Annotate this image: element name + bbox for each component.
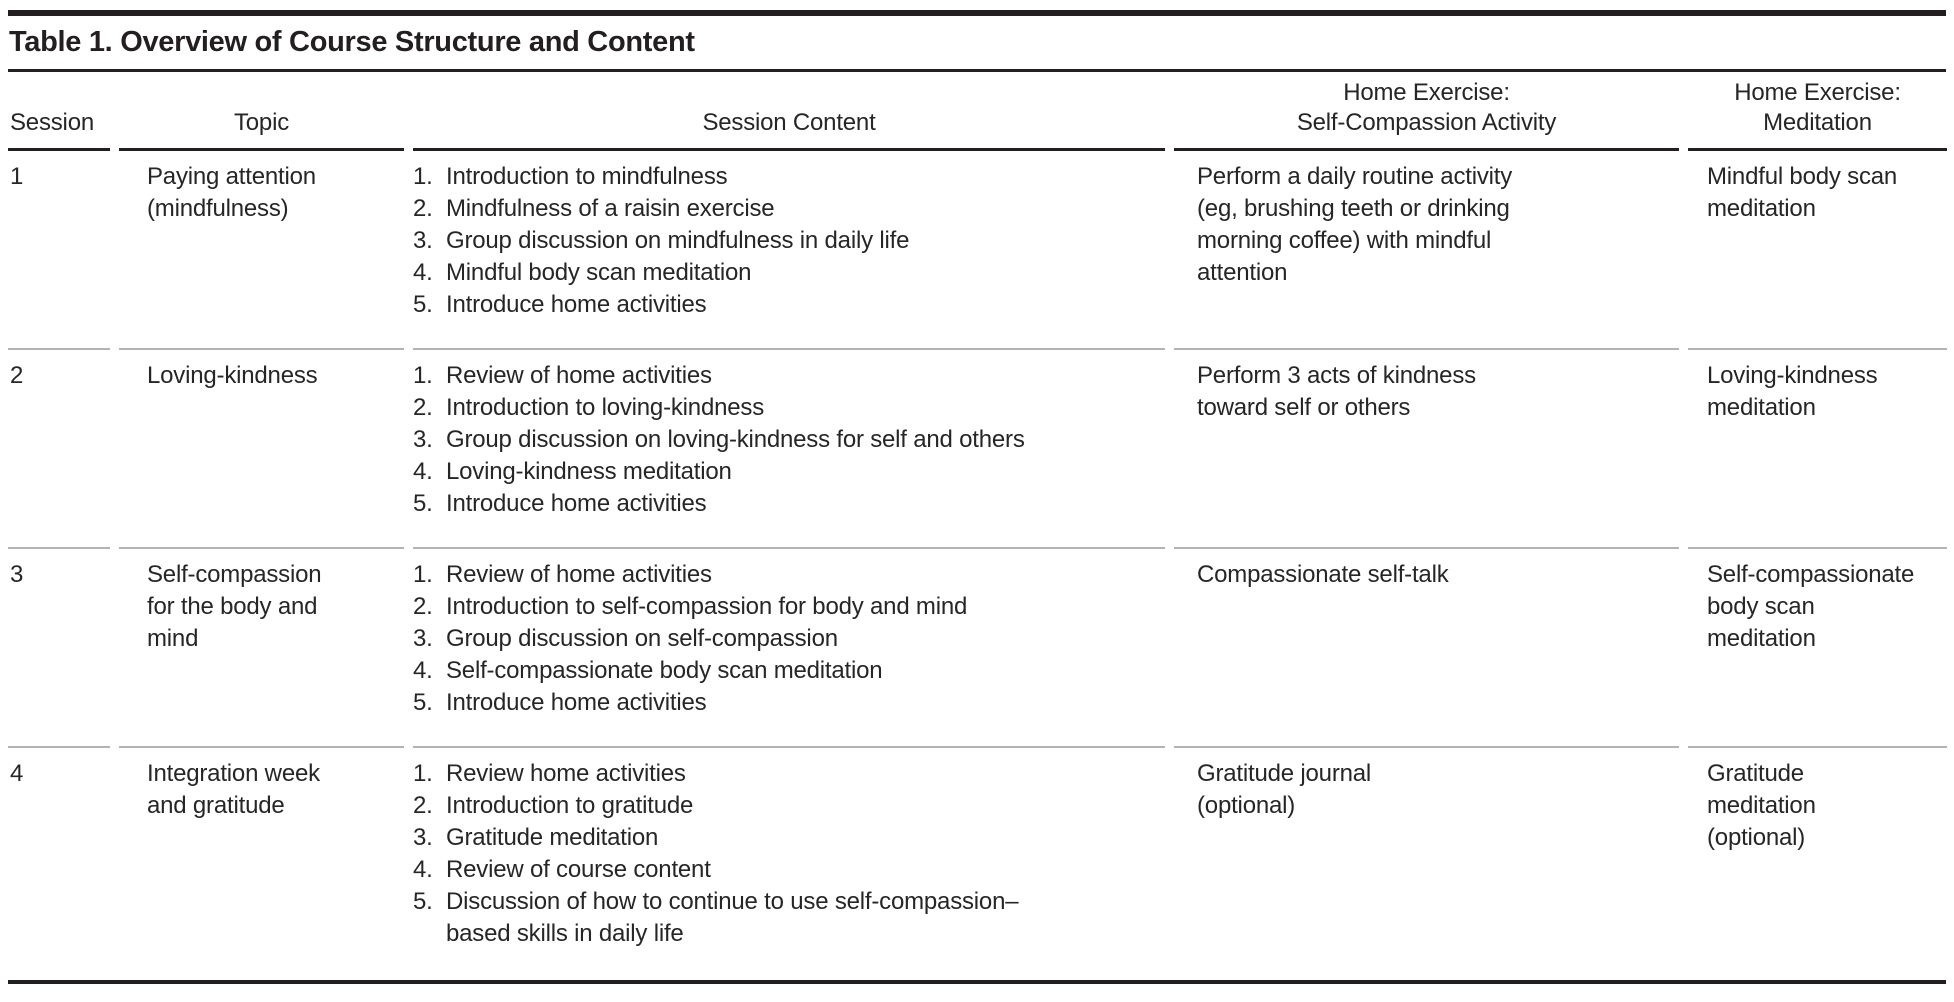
item-text: Review of home activities [446, 362, 712, 389]
session-content-cell: 1. Review home activities 2. Introduction … [413, 748, 1165, 980]
item-text: Review of course content [446, 856, 711, 883]
session-content-cell: 1. Introduction to mindfulness 2. Mindfuln… [413, 151, 1165, 350]
column-header-session: Session [8, 72, 110, 151]
item-text: Group discussion on self-compassion [446, 625, 838, 652]
item-text: Self-compassionate body scan meditation [446, 657, 883, 684]
item-number: 5. [413, 689, 433, 716]
table-body: 1 Paying attention (mindfulness) 1. Intro… [8, 151, 1947, 980]
topic-cell: Integration week and gratitude [147, 760, 320, 819]
item-text: Discussion of how to continue to use sel… [446, 888, 1019, 947]
self-compassion-activity-cell: Compassionate self-talk [1174, 549, 1679, 748]
table-row: 3 Self-compassion for the body and mind … [8, 549, 1947, 748]
content-item: 5. Introduce home activities [413, 488, 1165, 520]
content-item: 2. Introduction to gratitude [413, 790, 1165, 822]
course-structure-table: Session Topic Session Content Home Exerc… [0, 72, 1954, 980]
content-item: 1. Review home activities [413, 758, 1165, 790]
content-item: 3. Group discussion on mindfulness in dai… [413, 225, 1165, 257]
topic-cell: Paying attention (mindfulness) [119, 151, 404, 350]
item-number: 4. [413, 259, 433, 286]
item-text: Introduce home activities [446, 689, 707, 716]
item-number: 2. [413, 394, 433, 421]
table-bottom-rule [8, 980, 1946, 984]
content-item: 1. Review of home activities [413, 559, 1165, 591]
content-item: 4. Self-compassionate body scan meditatio… [413, 655, 1165, 687]
item-number: 2. [413, 792, 433, 819]
table-row: 4 Integration week and gratitude 1. Revie… [8, 748, 1947, 980]
session-cell: 4 [10, 760, 24, 787]
item-number: 4. [413, 856, 433, 883]
item-number: 1. [413, 561, 433, 588]
item-text: Review home activities [446, 760, 686, 787]
table-row: 2 Loving-kindness 1. Review of home activ… [8, 350, 1947, 549]
item-number: 3. [413, 426, 433, 453]
content-item: 4. Review of course content [413, 854, 1165, 886]
item-number: 1. [413, 362, 433, 389]
header-row: Session Topic Session Content Home Exerc… [8, 72, 1947, 151]
session-cell: 1 [8, 151, 110, 350]
content-item: 4. Mindful body scan meditation [413, 257, 1165, 289]
meditation-cell: Mindful body scan meditation [1688, 151, 1947, 350]
item-text: Introduction to mindfulness [446, 163, 728, 190]
content-item: 5. Introduce home activities [413, 687, 1165, 719]
item-number: 1. [413, 760, 433, 787]
item-text: Mindful body scan meditation [446, 259, 752, 286]
topic-cell: Loving-kindness [119, 350, 404, 549]
content-item: 5. Discussion of how to continue to use s… [413, 886, 1165, 950]
item-text: Group discussion on loving-kindness for … [446, 426, 1025, 453]
content-item: 4. Loving-kindness meditation [413, 456, 1165, 488]
content-item: 1. Introduction to mindfulness [413, 161, 1165, 193]
table-row: 1 Paying attention (mindfulness) 1. Intro… [8, 151, 1947, 350]
table-header: Session Topic Session Content Home Exerc… [8, 72, 1947, 151]
table-top-rule [8, 10, 1946, 16]
item-text: Loving-kindness meditation [446, 458, 732, 485]
item-text: Introduction to self-compassion for body… [446, 593, 968, 620]
content-item: 3. Group discussion on self-compassion [413, 623, 1165, 655]
content-item: 3. Gratitude meditation [413, 822, 1165, 854]
meditation-cell: Self-compassionate body scan meditation [1688, 549, 1947, 748]
column-header-session-content: Session Content [413, 72, 1165, 151]
content-item: 2. Introduction to self-compassion for bo… [413, 591, 1165, 623]
item-text: Introduction to gratitude [446, 792, 694, 819]
session-cell: 2 [8, 350, 110, 549]
self-compassion-activity-cell: Perform 3 acts of kindness toward self o… [1174, 350, 1679, 549]
item-number: 5. [413, 291, 433, 318]
session-content-cell: 1. Review of home activities 2. Introducti… [413, 549, 1165, 748]
item-number: 5. [413, 888, 433, 915]
item-number: 4. [413, 458, 433, 485]
session-cell: 3 [8, 549, 110, 748]
column-header-home-exercise-meditation: Home Exercise: Meditation [1688, 72, 1947, 151]
content-item: 2. Mindfulness of a raisin exercise [413, 193, 1165, 225]
self-compassion-activity-cell: Perform a daily routine activity (eg, br… [1174, 151, 1679, 350]
item-number: 4. [413, 657, 433, 684]
item-text: Group discussion on mindfulness in daily… [446, 227, 910, 254]
item-text: Introduce home activities [446, 490, 707, 517]
item-text: Introduce home activities [446, 291, 707, 318]
item-number: 2. [413, 195, 433, 222]
topic-cell: Self-compassion for the body and mind [119, 549, 404, 748]
item-text: Gratitude meditation [446, 824, 659, 851]
column-header-topic: Topic [119, 72, 404, 151]
meditation-cell: Loving-kindness meditation [1688, 350, 1947, 549]
item-number: 5. [413, 490, 433, 517]
column-header-home-exercise-activity: Home Exercise: Self-Compassion Activity [1174, 72, 1679, 151]
content-item: 3. Group discussion on loving-kindness fo… [413, 424, 1165, 456]
item-text: Review of home activities [446, 561, 712, 588]
item-text: Introduction to loving-kindness [446, 394, 764, 421]
meditation-cell: Gratitude meditation (optional) [1707, 760, 1816, 851]
content-item: 5. Introduce home activities [413, 289, 1165, 321]
content-item: 1. Review of home activities [413, 360, 1165, 392]
session-content-cell: 1. Review of home activities 2. Introducti… [413, 350, 1165, 549]
content-item: 2. Introduction to loving-kindness [413, 392, 1165, 424]
self-compassion-activity-cell: Gratitude journal (optional) [1197, 760, 1372, 819]
item-text: Mindfulness of a raisin exercise [446, 195, 775, 222]
item-number: 3. [413, 625, 433, 652]
item-number: 3. [413, 227, 433, 254]
item-number: 2. [413, 593, 433, 620]
item-number: 3. [413, 824, 433, 851]
item-number: 1. [413, 163, 433, 190]
table-title: Table 1. Overview of Course Structure an… [8, 16, 1946, 72]
